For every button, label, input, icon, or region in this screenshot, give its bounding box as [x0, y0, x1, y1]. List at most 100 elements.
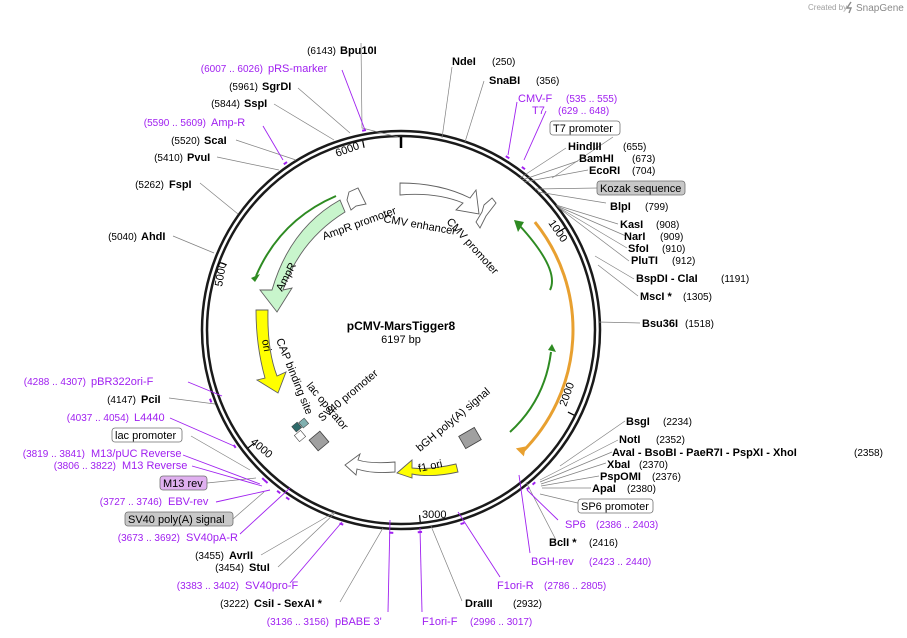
enzyme-name-avrii[interactable]: AvrII [229, 550, 253, 562]
primer-name-pbr322ori-f[interactable]: pBR322ori-F [91, 376, 154, 388]
orf-arc-orange[interactable] [520, 221, 575, 454]
enzyme-name-pluti[interactable]: PluTI [631, 255, 658, 267]
enzyme-name-fspi[interactable]: FspI [169, 179, 192, 191]
bgh-polya-box[interactable] [458, 426, 482, 450]
boxed-label-sv40-polya[interactable]: SV40 poly(A) signal [124, 511, 234, 527]
primer-mark-m13-reverse[interactable] [264, 480, 269, 484]
enzyme-pos-snabi: (356) [536, 76, 559, 87]
boxed-label-sp6-promoter[interactable]: SP6 promoter [577, 498, 654, 514]
primer-mark-l4440[interactable] [232, 444, 237, 449]
primer-range-sp6: (2386 .. 2403) [596, 520, 658, 531]
tick-mark-1000 [558, 227, 566, 233]
sv40-promoter-box[interactable] [308, 430, 330, 452]
svg-text:lac promoter: lac promoter [115, 430, 176, 442]
enzyme-pos-sspi: (5844) [211, 99, 240, 110]
primer-name-t7[interactable]: T7 [532, 105, 545, 117]
enzyme-name-bsu36i[interactable]: Bsu36I [642, 318, 678, 330]
ori-arrow[interactable] [255, 309, 287, 394]
primer-mark-sp6[interactable] [531, 481, 536, 486]
primer-name-prs-marker[interactable]: pRS-marker [268, 63, 328, 75]
enzyme-name-ndei[interactable]: NdeI [452, 56, 476, 68]
enzyme-name-nari[interactable]: NarI [624, 231, 645, 243]
primer-name-m13-puc-reverse[interactable]: M13/pUC Reverse [91, 448, 181, 460]
enzyme-name-kasi[interactable]: KasI [620, 219, 643, 231]
enzyme-name-xbai[interactable]: XbaI [607, 459, 630, 471]
orf-arrow-green-lower[interactable] [509, 344, 556, 433]
primer-name-f1ori-f[interactable]: F1ori-F [422, 616, 458, 628]
enzyme-name-scai[interactable]: ScaI [204, 135, 227, 147]
primer-name-pbabe-3[interactable]: pBABE 3' [335, 616, 382, 628]
primer-mark-m13-puc-reverse[interactable] [261, 477, 267, 482]
enzyme-name-bcli[interactable]: BclI * [549, 537, 577, 549]
enzyme-name-bsgi[interactable]: BsgI [626, 416, 650, 428]
enzyme-name-snabi[interactable]: SnaBI [489, 75, 520, 87]
snapgene-logo-icon [845, 1, 853, 14]
boxed-label-lac-promoter[interactable]: lac promoter [111, 427, 183, 443]
feature-label-bgh-polya: bGH poly(A) signal [414, 386, 492, 455]
ampr-arrow[interactable] [259, 199, 346, 313]
enzyme-name-apai[interactable]: ApaI [592, 483, 616, 495]
enzyme-name-csii-sexai[interactable]: CsiI - SexAI * [254, 598, 323, 610]
primer-name-f1ori-r[interactable]: F1ori-R [497, 580, 534, 592]
primer-mark-ebv-rev[interactable] [276, 490, 281, 494]
orf-arrow-green[interactable] [514, 220, 553, 291]
primer-name-m13-reverse[interactable]: M13 Reverse [122, 460, 187, 472]
enzyme-name-bspdi-clai[interactable]: BspDI - ClaI [636, 273, 698, 285]
primer-mark-sv40pa-r[interactable] [285, 496, 290, 501]
primer-name-cmv-f[interactable]: CMV-F [518, 93, 553, 105]
primer-mark-prs-marker[interactable] [361, 129, 367, 132]
enzyme-pos-hindiii: (655) [623, 142, 646, 153]
enzyme-name-msci[interactable]: MscI * [640, 291, 673, 303]
primer-mark-amp-r[interactable] [283, 161, 288, 166]
primer-mark-cmv-f[interactable] [505, 155, 510, 160]
cmv-enhancer-arrow[interactable] [399, 182, 480, 215]
enzyme-name-blpi[interactable]: BlpI [610, 201, 631, 213]
primer-range-prs-marker: (6007 .. 6026) [201, 64, 263, 75]
primer-name-amp-r[interactable]: Amp-R [211, 117, 245, 129]
tick-marks [219, 140, 575, 523]
boxed-label-t7-promoter[interactable]: T7 promoter [549, 120, 621, 136]
enzyme-name-ahdi[interactable]: AhdI [141, 231, 165, 243]
enzyme-name-ecori[interactable]: EcoRI [589, 165, 620, 177]
enzyme-name-stui[interactable]: StuI [249, 562, 270, 574]
enzyme-name-pcii[interactable]: PciI [141, 394, 161, 406]
tick-label-4000: 4000 [248, 436, 274, 461]
primer-mark-t7[interactable] [521, 166, 526, 171]
primer-mark-f1ori-r[interactable] [460, 521, 465, 526]
primer-name-sp6[interactable]: SP6 [565, 519, 586, 531]
primer-range-t7: (629 .. 648) [558, 106, 609, 117]
boxed-label-m13-rev[interactable]: M13 rev [159, 475, 208, 491]
enzyme-pos-bsgi: (2234) [663, 417, 692, 428]
tick-label-2000: 2000 [558, 381, 578, 408]
feature-arcs [515, 221, 575, 457]
lac-operator-box[interactable] [293, 429, 307, 443]
enzyme-name-sspi[interactable]: SspI [244, 98, 267, 110]
boxed-label-kozak-sequence[interactable]: Kozak sequence [596, 180, 686, 196]
cmv-promoter-arrow[interactable] [475, 197, 497, 229]
enzyme-name-sgrdi[interactable]: SgrDI [262, 81, 291, 93]
enzyme-name-hindiii[interactable]: HindIII [568, 141, 602, 153]
primer-name-sv40pa-r[interactable]: SV40pA-R [186, 532, 238, 544]
svg-text:M13 rev: M13 rev [163, 478, 203, 490]
enzyme-pos-sfoi: (910) [662, 244, 685, 255]
enzyme-name-sfoi[interactable]: SfoI [628, 243, 649, 255]
enzyme-pos-bamhi: (673) [632, 154, 655, 165]
enzyme-name-noti[interactable]: NotI [619, 434, 640, 446]
primer-mark-pbr322ori-f[interactable] [209, 398, 213, 403]
cap-binding-site-box[interactable] [291, 417, 310, 433]
enzyme-name-pspomi[interactable]: PspOMI [600, 471, 641, 483]
ampr-inner-green[interactable] [251, 195, 337, 282]
ampr-promoter-arrow[interactable] [346, 187, 367, 211]
enzyme-name-draiii[interactable]: DraIII [465, 598, 493, 610]
sv40-ori-arrow[interactable] [344, 452, 396, 476]
primer-name-ebv-rev[interactable]: EBV-rev [168, 496, 209, 508]
enzyme-name-pvui[interactable]: PvuI [187, 152, 210, 164]
enzyme-name-bpu10i[interactable]: Bpu10I [340, 45, 377, 57]
primer-name-sv40pro-f[interactable]: SV40pro-F [245, 580, 298, 592]
primer-range-f1ori-r: (2786 .. 2805) [544, 581, 606, 592]
primer-name-l4440[interactable]: L4440 [134, 412, 165, 424]
enzyme-name-xhoi-group[interactable]: AvaI - BsoBI - PaeR7I - PspXI - XhoI [612, 447, 797, 459]
primer-name-bgh-rev[interactable]: BGH-rev [531, 556, 574, 568]
enzyme-name-bamhi[interactable]: BamHI [579, 153, 614, 165]
f1-ori-arrow[interactable] [396, 459, 459, 479]
